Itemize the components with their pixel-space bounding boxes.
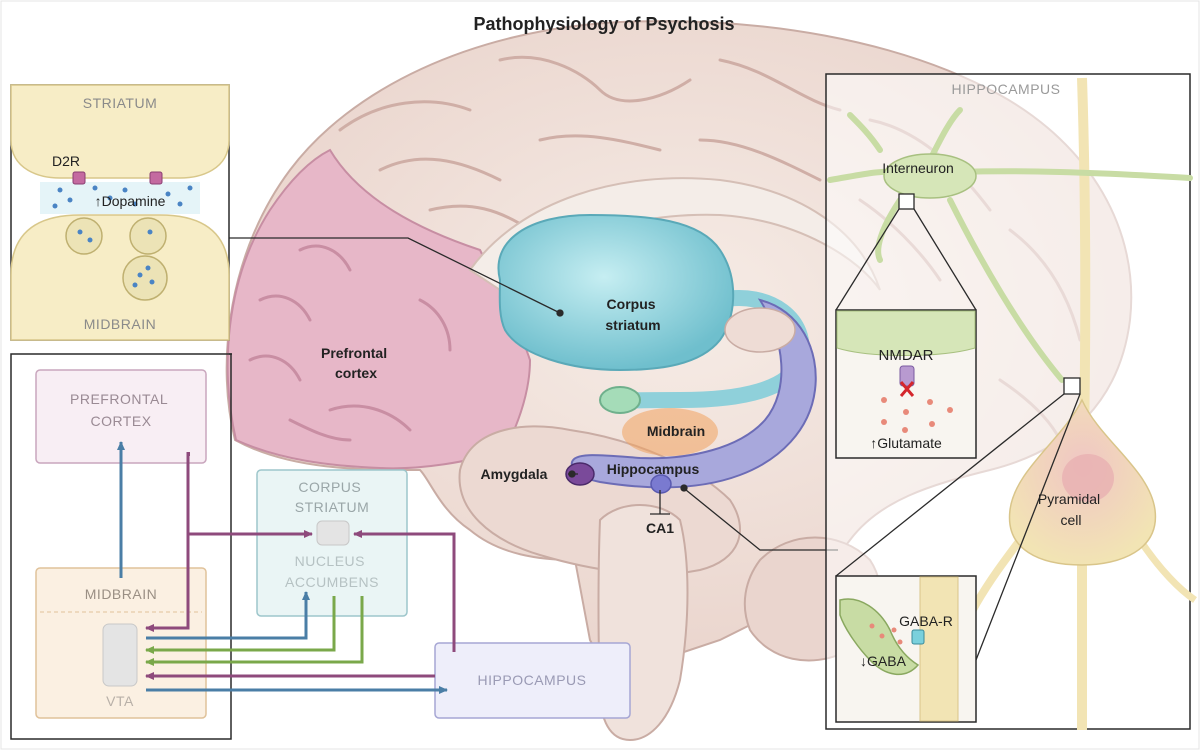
box-nucleus-accumbens-line2: ACCUMBENS xyxy=(285,574,379,590)
interneuron-axon xyxy=(947,197,1065,383)
gaba-terminal xyxy=(839,598,920,675)
gaba-inset: GABA-R ↓GABA xyxy=(835,575,977,723)
synapse-inset: STRIATUM MIDBRAIN D2R ↑Dopamine xyxy=(10,84,230,341)
hippocampus-panel: HIPPOCAMPUS Interneuron xyxy=(825,73,1197,730)
arrow-accumbens-to-vta-2 xyxy=(145,596,364,666)
vta-label: VTA xyxy=(106,693,134,709)
pyramidal-cell-line2: cell xyxy=(1060,512,1081,528)
midbrain-region xyxy=(622,408,718,456)
label-corpus-striatum: Corpus striatum xyxy=(605,296,660,333)
gaba-molecules xyxy=(869,623,903,645)
box-prefrontal-cortex-line2: CORTEX xyxy=(90,413,151,429)
corpus-striatum xyxy=(497,213,735,372)
arrow-pfc-to-vta xyxy=(145,452,190,632)
dopamine-molecules xyxy=(52,185,193,288)
pyramidal-synapse-marker xyxy=(1063,377,1081,395)
gaba-label: ↓GABA xyxy=(860,653,907,669)
pyramidal-cell-label: Pyramidal cell xyxy=(1038,491,1104,528)
box-nucleus-accumbens-line1: NUCLEUS xyxy=(295,553,365,569)
d2-receptors xyxy=(72,171,163,185)
pyramidal-cell-line1: Pyramidal xyxy=(1038,491,1100,507)
box-corpus-striatum-line1: CORPUS xyxy=(298,479,361,495)
pyramidal-branch-right xyxy=(1137,538,1197,603)
dopamine-vesicles xyxy=(65,217,168,301)
interneuron-dendrite-2 xyxy=(957,168,1193,181)
gaba-dendrite xyxy=(919,576,959,722)
arrow-vta-to-accumbens xyxy=(146,591,310,640)
glutamate-molecules xyxy=(881,397,953,433)
title: Pathophysiology of Psychosis xyxy=(473,14,734,34)
nmdar-block-x xyxy=(899,381,915,397)
interneuron xyxy=(827,107,1193,383)
amygdala-structure xyxy=(565,462,595,486)
box-nucleus-accumbens-label: NUCLEUS ACCUMBENS xyxy=(285,553,379,590)
label-ca1: CA1 xyxy=(646,520,674,536)
prefrontal-gyri xyxy=(248,244,452,442)
leader-lines xyxy=(228,237,838,551)
nmdar-receptor xyxy=(899,365,915,387)
d2r-label: D2R xyxy=(52,153,80,169)
nmdar-label: NMDAR xyxy=(879,347,934,364)
label-hippocampus: Hippocampus xyxy=(607,461,700,477)
circuit-diagram: PREFRONTAL CORTEX CORPUS STRIATUM NUCLEU… xyxy=(10,353,631,740)
label-amygdala: Amygdala xyxy=(481,466,548,482)
glutamate-label: ↑Glutamate xyxy=(870,435,942,451)
box-corpus-striatum-label: CORPUS STRIATUM xyxy=(295,479,370,515)
label-corpus-striatum-line1: Corpus xyxy=(607,296,656,312)
gaba-receptor xyxy=(911,629,925,645)
synapse-bottom-label: MIDBRAIN xyxy=(84,316,156,332)
midbrain-terminal xyxy=(10,214,230,341)
nmdar-inset: NMDAR ↑Glutamate xyxy=(835,309,977,459)
label-prefrontal-cortex-line1: Prefrontal xyxy=(321,345,387,361)
label-prefrontal-cortex: Prefrontal cortex xyxy=(321,345,391,381)
nmdar-membrane xyxy=(836,310,976,356)
ca1-region xyxy=(650,474,672,494)
zoom-lines xyxy=(835,208,1081,661)
pyramidal-apical-dendrite xyxy=(1077,77,1091,441)
interneuron-dendrite-4 xyxy=(847,112,883,153)
box-prefrontal-cortex-line1: PREFRONTAL xyxy=(70,391,168,407)
box-midbrain-label: MIDBRAIN xyxy=(85,586,157,602)
label-prefrontal-cortex-line2: cortex xyxy=(335,365,377,381)
interneuron-label: Interneuron xyxy=(882,160,954,176)
hippocampus-panel-title: HIPPOCAMPUS xyxy=(952,81,1061,97)
interneuron-synapse-marker xyxy=(898,193,915,210)
thalamus xyxy=(724,307,796,353)
nucleus-accumbens-node xyxy=(316,520,350,546)
vta-node xyxy=(102,623,138,687)
box-hippocampus xyxy=(434,642,631,719)
circuit-frame xyxy=(10,353,232,740)
box-hippocampus-label: HIPPOCAMPUS xyxy=(478,672,587,688)
box-prefrontal-cortex-label: PREFRONTAL CORTEX xyxy=(70,391,172,429)
striatum-tail-bulb xyxy=(599,386,641,414)
label-midbrain: Midbrain xyxy=(647,423,705,439)
striatum-terminal xyxy=(10,84,230,179)
synaptic-cleft xyxy=(40,182,200,214)
gaba-r-label: GABA-R xyxy=(899,613,953,629)
synapse-top-label: STRIATUM xyxy=(83,95,158,111)
circuit-arrows xyxy=(117,441,456,694)
label-corpus-striatum-line2: striatum xyxy=(605,317,660,333)
dopamine-label: ↑Dopamine xyxy=(95,193,166,209)
arrow-accumbens-to-vta-1 xyxy=(145,596,336,654)
arrow-hippocampus-to-accumbens xyxy=(353,530,456,652)
box-corpus-striatum-line2: STRIATUM xyxy=(295,499,370,515)
midbrain-arrow-bar xyxy=(188,452,190,456)
pyramidal-nucleus xyxy=(1062,454,1114,502)
interneuron-soma xyxy=(883,153,977,199)
pyramidal-cell xyxy=(936,77,1197,730)
